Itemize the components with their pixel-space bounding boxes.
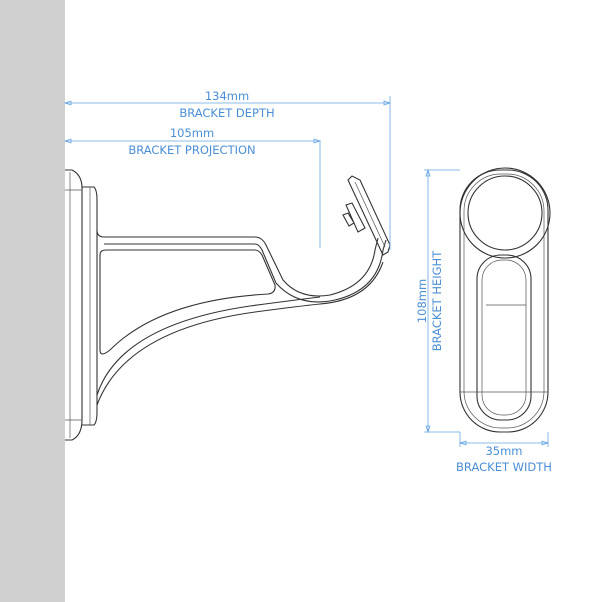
front-finial [459, 167, 551, 259]
height-label: BRACKET HEIGHT [430, 250, 444, 351]
front-outline [459, 169, 549, 433]
depth-dimension: 134mm BRACKET DEPTH [63, 89, 392, 250]
width-value: 35mm [485, 444, 522, 458]
width-label: BRACKET WIDTH [456, 460, 552, 474]
arm-underside [96, 261, 384, 406]
finial-cap [347, 175, 391, 256]
projection-dimension: 105mm BRACKET PROJECTION [63, 126, 322, 248]
finial-stem [342, 202, 366, 233]
height-value: 108mm [415, 279, 429, 323]
wall [0, 0, 65, 602]
arm-outer [96, 229, 379, 297]
depth-label: BRACKET DEPTH [179, 106, 274, 120]
arm-inner-frame [99, 249, 276, 355]
front-inner-frame [476, 254, 532, 421]
projection-value: 105mm [170, 126, 214, 140]
projection-label: BRACKET PROJECTION [128, 143, 255, 157]
depth-value: 134mm [205, 89, 249, 103]
height-dimension: 108mm BRACKET HEIGHT [415, 168, 460, 434]
inner-plate [82, 186, 98, 426]
bracket-side-view [65, 169, 391, 441]
bracket-front-view [459, 167, 551, 433]
wall-plate [65, 169, 83, 441]
width-dimension: 35mm BRACKET WIDTH [456, 432, 552, 474]
